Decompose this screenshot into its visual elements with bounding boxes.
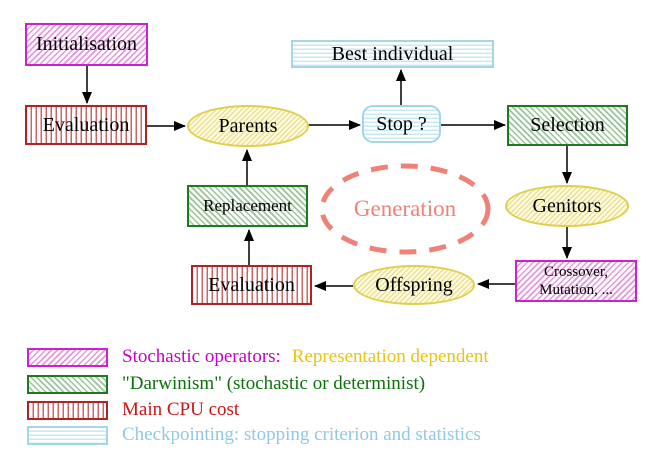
node-genitors: Genitors <box>505 185 629 227</box>
node-evaluation-bottom: Evaluation <box>191 265 312 305</box>
node-replacement-label: Replacement <box>203 196 292 216</box>
legend-swatch-magenta-hatch <box>27 347 108 367</box>
node-best-individual: Best individual <box>291 40 494 68</box>
node-selection-label: Selection <box>530 114 605 136</box>
node-evaluation-top-label: Evaluation <box>42 113 130 136</box>
generation-text: Generation <box>353 196 457 221</box>
legend-row-checkpointing: Checkpointing: stopping criterion and st… <box>27 425 481 445</box>
node-evaluation-bottom-label: Evaluation <box>208 273 295 296</box>
node-parents: Parents <box>187 105 309 147</box>
legend-text-stochastic: Stochastic operators: <box>122 346 281 367</box>
legend-swatch-cyan-stripes <box>27 425 108 445</box>
node-replacement: Replacement <box>187 185 308 227</box>
node-crossover-line1: Crossover, <box>544 264 608 280</box>
legend-text-cpu-cost: Main CPU cost <box>122 399 240 420</box>
node-evaluation-top: Evaluation <box>25 105 147 145</box>
node-crossover-line2: Mutation, ... <box>539 282 613 298</box>
node-genitors-label: Genitors <box>532 194 602 217</box>
node-initialisation: Initialisation <box>25 23 148 66</box>
node-parents-label: Parents <box>218 114 278 137</box>
node-best-individual-label: Best individual <box>331 42 454 65</box>
legend-row-stochastic: Stochastic operators: Representation dep… <box>27 347 489 367</box>
node-stop: Stop ? <box>362 105 441 143</box>
node-stop-label: Stop ? <box>376 112 427 135</box>
node-crossover-mutation: Crossover, Mutation, ... <box>515 260 637 302</box>
legend-swatch-red-stripes <box>27 400 108 420</box>
node-selection: Selection <box>507 105 628 146</box>
legend-text-representation: Representation dependent <box>291 346 489 367</box>
legend-row-darwinism: "Darwinism" (stochastic or determinist) <box>27 374 425 394</box>
legend-text-darwinism: "Darwinism" (stochastic or determinist) <box>122 373 426 394</box>
node-generation-label: Generation <box>322 186 488 232</box>
node-offspring-label: Offspring <box>375 273 453 296</box>
legend-row-cpu-cost: Main CPU cost <box>27 400 239 420</box>
legend-text-checkpointing: Checkpointing: stopping criterion and st… <box>122 424 481 445</box>
node-initialisation-label: Initialisation <box>35 33 138 55</box>
legend-swatch-green-hatch <box>27 374 108 394</box>
node-offspring: Offspring <box>353 265 475 305</box>
generation-dashed-ellipse <box>319 163 491 255</box>
